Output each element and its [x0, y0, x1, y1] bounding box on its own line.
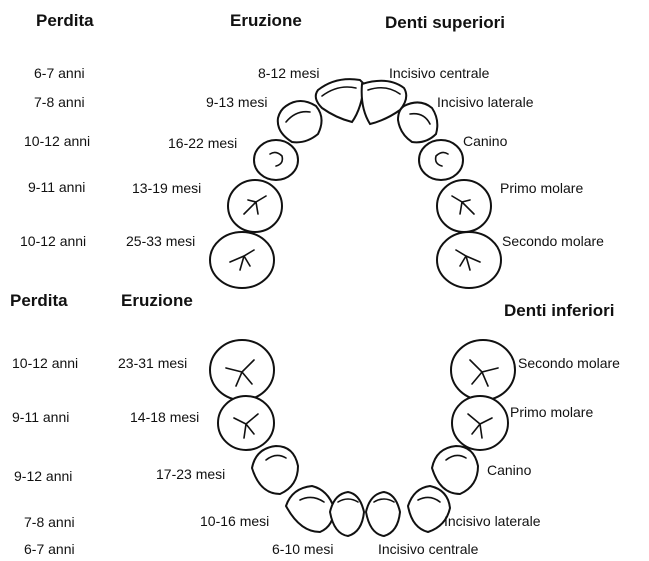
upper-canine-right — [418, 139, 464, 181]
lower-title: Denti inferiori — [504, 301, 615, 320]
lower-eruption-central-incisor: 6-10 mesi — [272, 541, 334, 557]
lower-loss-second-molar: 10-12 anni — [12, 355, 79, 371]
lower-canine-right — [430, 444, 480, 496]
upper-loss-lateral-incisor: 7-8 anni — [34, 94, 85, 110]
upper-central-incisor-left — [314, 78, 366, 124]
upper-eruption-header: Eruzione — [230, 11, 302, 30]
lower-eruption-canine: 17-23 mesi — [156, 466, 226, 482]
upper-lateral-incisor-right — [396, 101, 439, 144]
upper-first-molar-left — [227, 179, 283, 233]
lower-eruption-second-molar: 23-31 mesi — [118, 355, 188, 371]
upper-lateral-incisor-left — [276, 100, 323, 144]
lower-central-incisor-left — [328, 490, 366, 538]
upper-label-canine: Canino — [463, 133, 508, 149]
upper-loss-header: Perdita — [36, 11, 94, 30]
upper-label-second-molar: Secondo molare — [502, 233, 604, 249]
upper-eruption-canine: 16-22 mesi — [168, 135, 238, 151]
upper-eruption-central-incisor: 8-12 mesi — [258, 65, 320, 81]
upper-canine-left — [253, 139, 299, 181]
lower-label-first-molar: Primo molare — [510, 404, 594, 420]
upper-eruption-second-molar: 25-33 mesi — [126, 233, 196, 249]
upper-label-first-molar: Primo molare — [500, 180, 584, 196]
upper-label-central-incisor: Incisivo centrale — [389, 65, 490, 81]
lower-loss-central-incisor: 6-7 anni — [24, 541, 75, 557]
lower-loss-first-molar: 9-11 anni — [12, 409, 70, 425]
lower-lateral-incisor-right — [406, 484, 452, 534]
upper-label-lateral-incisor: Incisivo laterale — [437, 94, 534, 110]
upper-loss-first-molar: 9-11 anni — [28, 179, 86, 195]
upper-loss-central-incisor: 6-7 anni — [34, 65, 85, 81]
lower-eruption-first-molar: 14-18 mesi — [130, 409, 200, 425]
lower-eruption-header: Eruzione — [121, 291, 193, 310]
lower-arch — [209, 339, 516, 538]
lower-loss-canine: 9-12 anni — [14, 468, 73, 484]
lower-loss-header: Perdita — [10, 291, 68, 310]
lower-loss-lateral-incisor: 7-8 anni — [24, 514, 75, 530]
upper-eruption-lateral-incisor: 9-13 mesi — [206, 94, 268, 110]
upper-second-molar-right — [436, 231, 502, 289]
lower-second-molar-left — [209, 339, 275, 401]
lower-central-incisor-right — [364, 490, 402, 538]
lower-label-lateral-incisor: Incisivo laterale — [444, 513, 541, 529]
lower-second-molar-right — [450, 339, 516, 401]
lower-eruption-lateral-incisor: 10-16 mesi — [200, 513, 270, 529]
lower-label-second-molar: Secondo molare — [518, 355, 620, 371]
upper-eruption-first-molar: 13-19 mesi — [132, 180, 202, 196]
upper-loss-canine: 10-12 anni — [24, 133, 91, 149]
upper-second-molar-left — [209, 231, 275, 289]
upper-title: Denti superiori — [385, 13, 505, 32]
upper-first-molar-right — [436, 179, 492, 233]
lower-lateral-incisor-left — [284, 484, 336, 534]
upper-loss-second-molar: 10-12 anni — [20, 233, 87, 249]
lower-label-central-incisor: Incisivo centrale — [378, 541, 479, 557]
upper-arch — [209, 78, 502, 289]
lower-canine-left — [250, 444, 300, 496]
lower-label-canine: Canino — [487, 462, 532, 478]
